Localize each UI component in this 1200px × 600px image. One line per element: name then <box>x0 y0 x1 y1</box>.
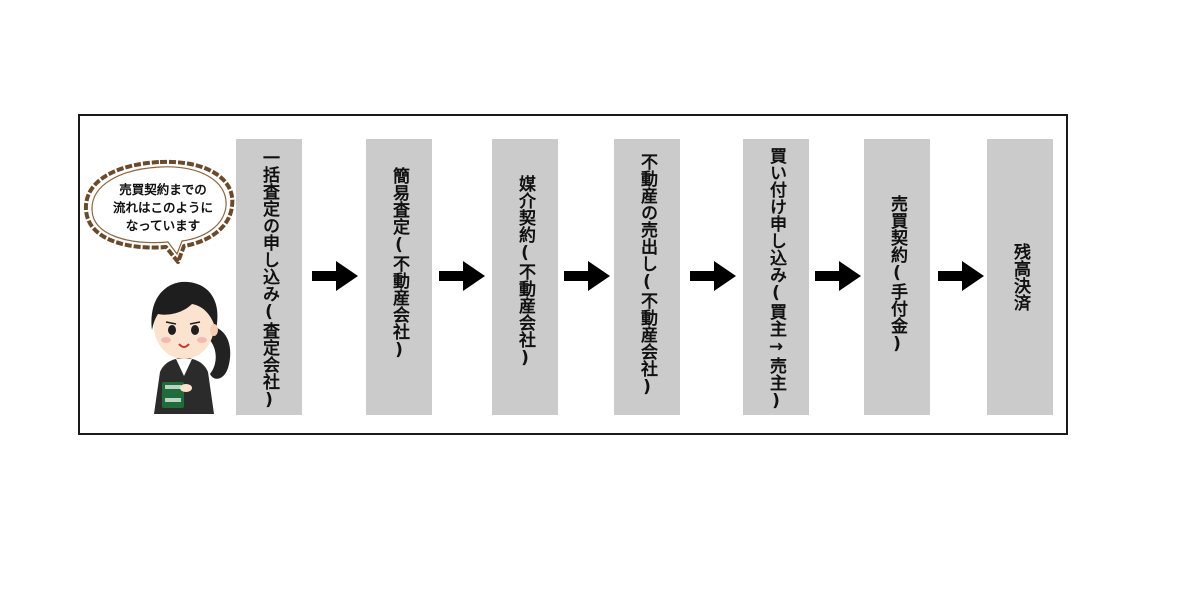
speech-bubble-text: 売買契約までの 流れはこのように なっています <box>94 181 232 235</box>
speech-line-2: 流れはこのように <box>112 200 213 215</box>
flow-step-label: 不動産の売出し(不動産会社) <box>637 153 657 397</box>
speech-line-1: 売買契約までの <box>119 182 207 197</box>
flow-step-label: 媒介契約(不動産会社) <box>515 175 535 368</box>
right-arrow-icon <box>564 261 610 291</box>
flow-step-label: 残高決済 <box>1010 243 1030 311</box>
flow-step-2: 簡易査定(不動産会社) <box>366 139 432 415</box>
flow-step-label: 簡易査定(不動産会社) <box>389 167 409 360</box>
right-arrow-icon <box>312 261 358 291</box>
right-arrow-icon <box>690 261 736 291</box>
flow-step-label: 一括査定の申し込み(査定会社) <box>259 149 279 410</box>
flow-step-6: 売買契約(手付金) <box>864 139 930 415</box>
flow-step-label: 売買契約(手付金) <box>887 195 907 354</box>
flow-step-4: 不動産の売出し(不動産会社) <box>614 139 680 415</box>
speech-bubble <box>83 159 235 264</box>
flow-diagram-frame: 売買契約までの 流れはこのように なっています 一括査定の申し込み <box>78 114 1068 435</box>
right-arrow-icon <box>439 261 485 291</box>
businesswoman-illustration <box>151 281 231 414</box>
right-arrow-icon <box>938 261 984 291</box>
speech-line-3: なっています <box>125 218 201 233</box>
flow-step-7: 残高決済 <box>987 139 1053 415</box>
flow-step-5: 買い付け申し込み(買主→売主) <box>743 139 809 415</box>
right-arrow-icon <box>815 261 861 291</box>
flow-step-1: 一括査定の申し込み(査定会社) <box>236 139 302 415</box>
flow-step-3: 媒介契約(不動産会社) <box>492 139 558 415</box>
flow-step-label: 買い付け申し込み(買主→売主) <box>766 147 786 411</box>
